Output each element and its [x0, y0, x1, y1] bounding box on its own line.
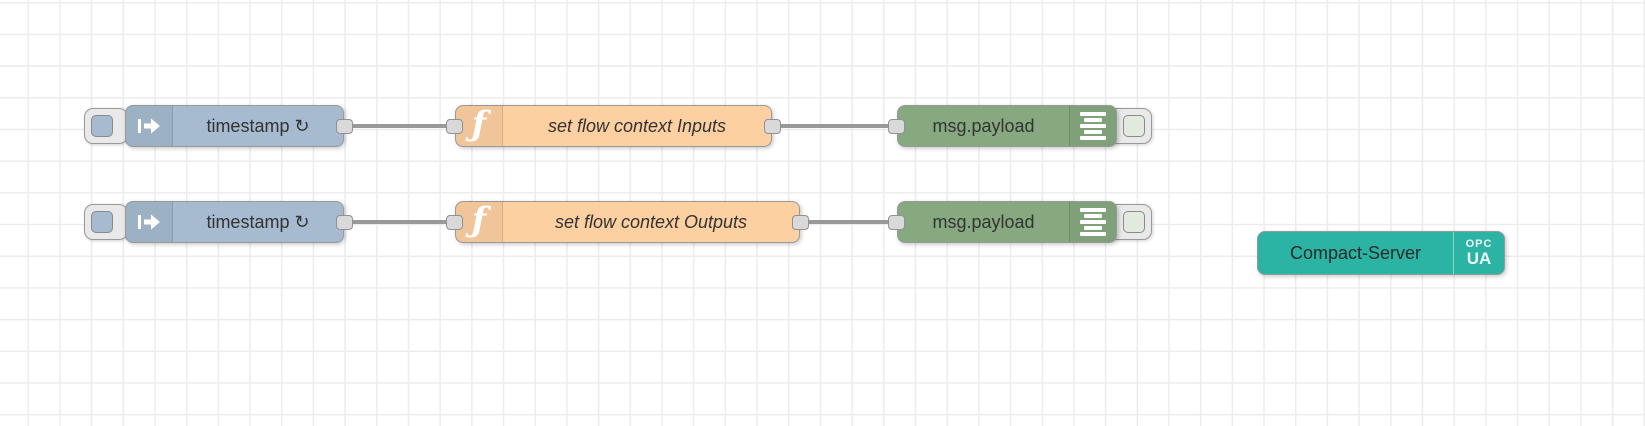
- node-label: set flow context Inputs: [547, 115, 727, 136]
- function-node-set-flow-context-inputs[interactable]: ƒ set flow context Inputs: [455, 105, 772, 147]
- node-label: timestamp ↻: [206, 211, 310, 232]
- node-label: Compact-Server: [1289, 242, 1422, 263]
- opcua-logo-icon: OPC UA: [1453, 232, 1504, 274]
- inject-arrow-icon: [126, 106, 173, 146]
- input-port[interactable]: [888, 119, 905, 134]
- input-port[interactable]: [888, 215, 905, 230]
- debug-toggle-pad: [1123, 115, 1145, 137]
- function-icon: ƒ: [456, 106, 503, 146]
- wire-inject1-function1[interactable]: [344, 124, 456, 128]
- inject-button[interactable]: [84, 204, 128, 240]
- function-icon: ƒ: [456, 202, 503, 242]
- input-port[interactable]: [446, 215, 463, 230]
- input-port[interactable]: [446, 119, 463, 134]
- debug-list-lines-icon: [1069, 106, 1116, 146]
- node-label: timestamp ↻: [206, 115, 310, 136]
- output-port[interactable]: [792, 215, 809, 230]
- node-label: set flow context Outputs: [554, 211, 748, 232]
- debug-node-msg-payload-1[interactable]: msg.payload: [897, 105, 1117, 147]
- inject-node-timestamp-2[interactable]: timestamp ↻: [125, 201, 344, 243]
- wire-function1-debug1[interactable]: [772, 124, 898, 128]
- wire-inject2-function2[interactable]: [344, 220, 456, 224]
- wire-function2-debug2[interactable]: [800, 220, 898, 224]
- output-port[interactable]: [336, 215, 353, 230]
- output-port[interactable]: [764, 119, 781, 134]
- inject-button-pad: [91, 211, 113, 233]
- node-label: msg.payload: [932, 211, 1035, 232]
- node-label: msg.payload: [932, 115, 1035, 136]
- inject-button[interactable]: [84, 108, 128, 144]
- inject-node-timestamp-1[interactable]: timestamp ↻: [125, 105, 344, 147]
- debug-toggle-pad: [1123, 211, 1145, 233]
- output-port[interactable]: [336, 119, 353, 134]
- function-node-set-flow-context-outputs[interactable]: ƒ set flow context Outputs: [455, 201, 800, 243]
- inject-arrow-icon: [126, 202, 173, 242]
- opcua-compact-server-node[interactable]: Compact-Server OPC UA: [1257, 231, 1505, 275]
- debug-node-msg-payload-2[interactable]: msg.payload: [897, 201, 1117, 243]
- inject-button-pad: [91, 115, 113, 137]
- debug-list-lines-icon: [1069, 202, 1116, 242]
